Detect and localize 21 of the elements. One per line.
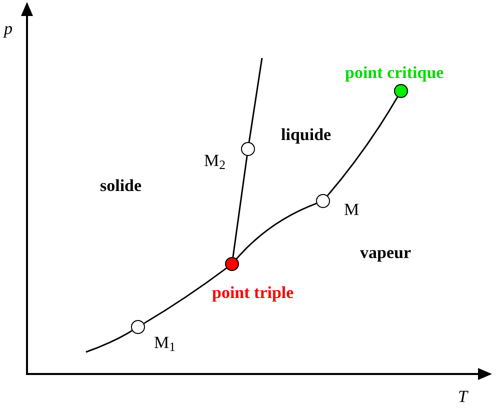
- phase-point: [394, 84, 408, 98]
- point-label: M$_{2}$: [204, 150, 226, 174]
- open-point: [241, 142, 255, 156]
- axis-label: p: [4, 18, 12, 40]
- point-label: M$_{1}$: [154, 332, 176, 356]
- phase-curve: [144, 268, 227, 324]
- phase-point: [225, 257, 239, 271]
- point-label: point critique: [345, 62, 444, 84]
- region-label: solide: [100, 175, 142, 197]
- open-point: [131, 320, 145, 334]
- axis-label: T: [458, 386, 468, 408]
- phase-curve: [248, 58, 263, 142]
- phase-curve: [236, 202, 317, 260]
- region-label: liquide: [281, 124, 332, 146]
- point-label: M: [344, 199, 360, 221]
- phase-curve: [86, 330, 132, 353]
- point-label: point triple: [212, 282, 294, 304]
- phase-curve: [326, 96, 398, 196]
- phase-curve: [232, 156, 248, 258]
- open-point: [316, 194, 330, 208]
- region-label: vapeur: [360, 242, 411, 264]
